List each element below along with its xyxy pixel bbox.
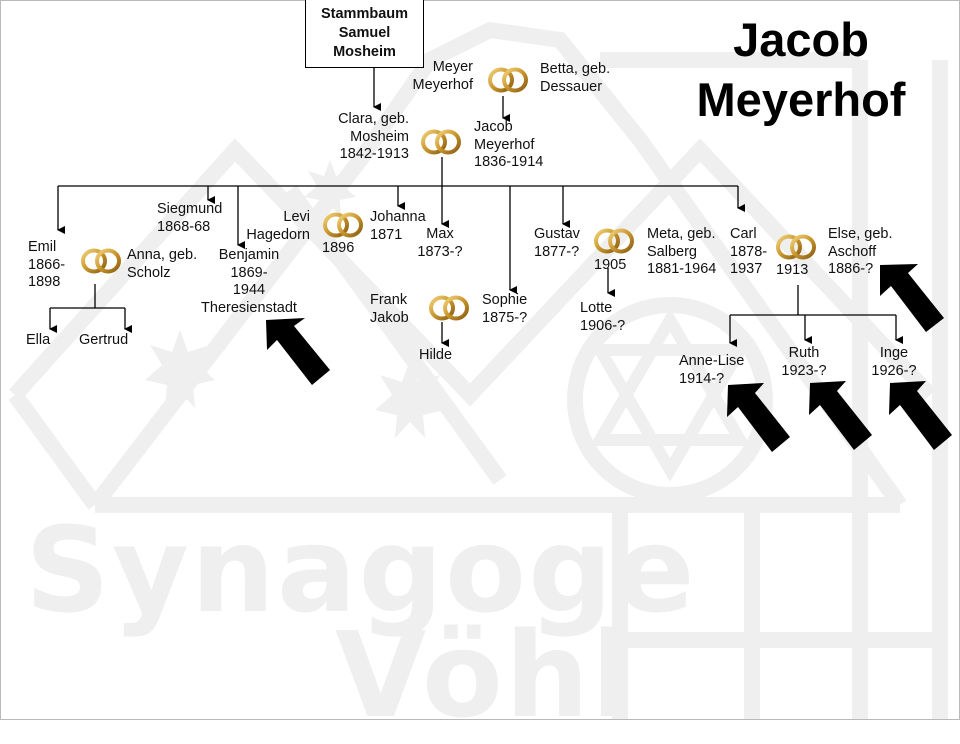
person-hilde: Hilde (419, 347, 453, 363)
marriage-year-levi-johanna: 1896 (322, 240, 355, 256)
wedding-rings-icon (776, 234, 816, 260)
family-tree-connectors (49, 68, 903, 347)
person-max: Max 1873-? (417, 226, 463, 260)
person-benjamin: Benjamin 1869- 1944 Theresienstadt (201, 247, 297, 316)
person-else-aschoff: Else, geb. Aschoff 1886-? (828, 226, 893, 277)
person-jacob-meyerhof: Jacob Meyerhof 1836-1914 (474, 119, 544, 170)
arrow-up-left-icon (727, 383, 790, 452)
watermark-logo (8, 21, 948, 720)
person-anne-lise: Anne-Lise 1914-? (679, 353, 745, 387)
star-watermark-icon (304, 160, 356, 217)
person-lotte: Lotte 1906-? (580, 300, 626, 334)
arrow-up-left-icon (880, 264, 944, 332)
person-clara-mosheim: Clara, geb. Mosheim 1842-1913 (338, 111, 409, 162)
highlight-arrows (266, 264, 952, 452)
person-siegmund: Siegmund 1868-68 (157, 201, 223, 235)
person-betta-dessauer: Betta, geb. Dessauer (540, 61, 611, 95)
person-inge: Inge 1926-? (871, 345, 917, 379)
wedding-rings-icon (421, 129, 461, 155)
marriage-year-gustav-meta: 1905 (594, 257, 627, 273)
marriage-year-carl-else: 1913 (776, 262, 809, 278)
stammbaum-title-box: Stammbaum Samuel Mosheim (305, 0, 424, 68)
wedding-rings-icon (323, 212, 363, 238)
person-levi-hagedorn: Levi Hagedorn (246, 209, 310, 243)
star-watermark-icon (375, 360, 445, 438)
star-watermark-icon (145, 330, 215, 408)
wedding-rings-icon (488, 67, 528, 93)
person-frank-jakob: Frank Jakob (370, 292, 409, 326)
wedding-rings-icon (81, 248, 121, 274)
page-title: Jacob Meyerhof (696, 13, 906, 126)
arrow-up-left-icon (889, 381, 952, 450)
person-emil: Emil 1866- 1898 (28, 239, 66, 290)
arrow-up-left-icon (809, 381, 872, 450)
person-meta-salberg: Meta, geb. Salberg 1881-1964 (647, 226, 717, 277)
arrow-up-left-icon (266, 318, 330, 385)
person-gertrud: Gertrud (79, 332, 129, 348)
person-gustav: Gustav 1877-? (534, 226, 580, 260)
watermark-text-voehl: Vöhl (335, 606, 634, 744)
person-sophie: Sophie 1875-? (482, 292, 528, 326)
person-meyer-meyerhof: Meyer Meyerhof (412, 59, 473, 93)
person-johanna: Johanna 1871 (370, 209, 426, 243)
wedding-rings-icon (594, 228, 634, 254)
person-ruth: Ruth 1923-? (781, 345, 827, 379)
wedding-rings-icon (429, 295, 469, 321)
watermark-text-synagoge: Synagoge (25, 501, 697, 639)
person-carl: Carl 1878- 1937 (730, 226, 768, 277)
person-ella: Ella (26, 332, 51, 348)
person-anna-scholz: Anna, geb. Scholz (127, 247, 198, 281)
